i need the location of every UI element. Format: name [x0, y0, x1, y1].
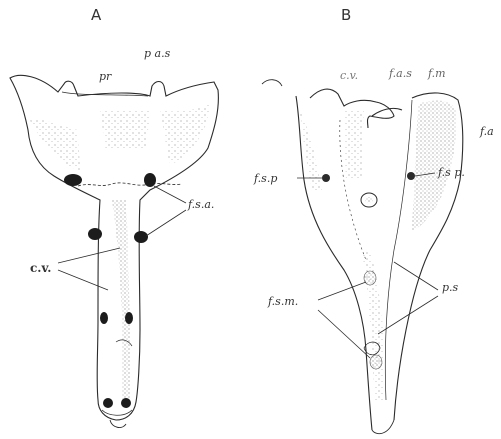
label-ps: p.s — [442, 282, 458, 293]
label-pr: pr — [99, 71, 111, 82]
label-fm: f.m — [428, 68, 446, 79]
label-fsm: f.s.m. — [268, 296, 298, 307]
label-cv-b: c.v. — [340, 70, 358, 81]
foramina-a — [64, 173, 156, 408]
label-pas: p a.s — [144, 48, 170, 59]
label-fa: f.a — [480, 126, 494, 137]
label-cv-a: c.v. — [30, 262, 51, 274]
label-fsp-left: f.s.p — [254, 173, 277, 184]
label-fsa: f.s.a. — [188, 199, 214, 210]
label-fsp-right: f.s p. — [438, 167, 465, 178]
shading-b — [300, 101, 456, 400]
label-fas: f.a.s — [389, 68, 412, 79]
shading-a — [30, 104, 210, 400]
